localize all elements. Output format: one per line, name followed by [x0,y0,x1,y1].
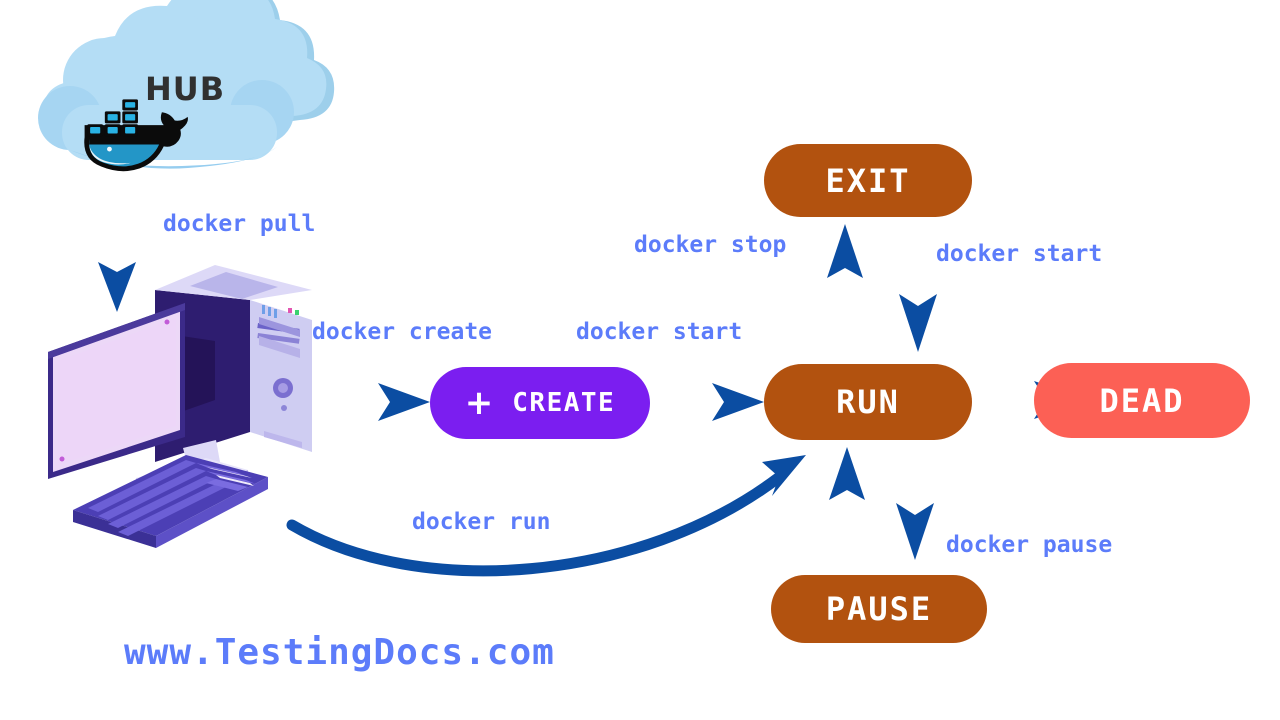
edge-host-to-run-curved [286,455,806,577]
state-node-exit-label: EXIT [825,161,911,200]
command-label-docker-stop: docker stop [634,232,787,258]
state-node-create[interactable]: + CREATE [430,367,650,439]
edge-host-to-create [310,383,430,421]
state-node-dead[interactable]: DEAD [1034,363,1250,438]
command-label-docker-create: docker create [312,319,493,345]
computer-monitor [48,303,248,500]
state-node-run-label: RUN [836,383,900,421]
edge-create-to-run [654,383,764,421]
state-node-pause-label: PAUSE [825,590,933,628]
state-node-run[interactable]: RUN [764,364,972,440]
edge-hub-to-host [98,190,136,312]
site-url-watermark: www.TestingDocs.com [124,632,555,673]
docker-whale-icon [84,99,188,172]
plus-icon: + [464,383,495,423]
command-label-docker-pull: docker pull [163,211,316,237]
edge-exit-to-run [899,222,937,352]
computer-keyboard [73,455,268,548]
state-node-exit[interactable]: EXIT [764,144,972,217]
state-node-pause[interactable]: PAUSE [771,575,987,643]
command-label-docker-pause: docker pause [946,532,1113,558]
edge-run-to-exit [827,224,863,358]
state-node-dead-label: DEAD [1099,381,1185,420]
hub-label: HUB [145,70,226,108]
command-label-docker-start-create: docker start [576,319,743,345]
command-label-docker-run: docker run [412,509,551,535]
command-label-docker-start-exit: docker start [936,241,1103,267]
edge-pause-to-run [829,447,865,570]
edge-run-to-pause [896,444,934,560]
state-node-create-label: CREATE [512,388,616,418]
